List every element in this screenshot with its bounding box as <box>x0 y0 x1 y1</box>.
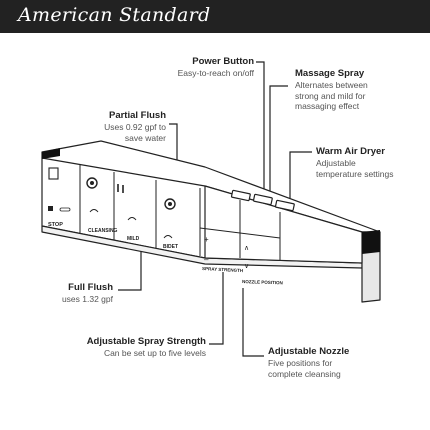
mild-icon[interactable] <box>127 217 137 221</box>
panel-body <box>41 140 381 303</box>
callout-title: Partial Flush <box>108 110 166 121</box>
callout-massage-spray: Massage Spray Alternates between strong … <box>295 68 368 112</box>
callout-desc: strong and mild for <box>295 90 366 101</box>
callout-desc: massaging effect <box>295 101 360 111</box>
warm-air-dryer-button[interactable] <box>274 199 295 212</box>
leader-nozzle <box>242 288 264 357</box>
callout-desc: temperature settings <box>316 168 394 179</box>
callout-partial-flush: Partial Flush Uses 0.92 gpf to save wate… <box>68 110 166 143</box>
leader-power <box>248 61 265 196</box>
panel-dividers <box>79 165 281 260</box>
callout-full-flush: Full Flush uses 1.32 gpf <box>20 282 113 305</box>
end-caps <box>42 148 380 254</box>
leader-massage <box>265 85 288 199</box>
power-button[interactable] <box>230 189 251 202</box>
partial-flush-icon[interactable] <box>86 177 98 189</box>
mild-label: MILD <box>127 236 140 242</box>
stop-icon[interactable] <box>48 206 53 211</box>
massage-spray-button[interactable] <box>252 193 273 206</box>
panel-icons <box>48 167 176 239</box>
callout-title: Massage Spray <box>295 68 365 79</box>
top-buttons <box>230 189 295 212</box>
callout-title: Power Button <box>192 56 254 67</box>
callout-title: Full Flush <box>68 282 113 293</box>
spray-plus-button[interactable]: + <box>204 235 209 244</box>
cleansing-icon[interactable] <box>89 209 99 213</box>
nozzle-position-label: NOZZLE POSITION <box>242 279 283 285</box>
leader-dryer <box>285 151 312 206</box>
callout-desc: Easy-to-reach on/off <box>177 68 254 78</box>
callout-warm-air-dryer: Warm Air Dryer Adjustable temperature se… <box>316 146 393 179</box>
bidet-icon[interactable] <box>163 235 173 239</box>
brand-header: American Standard <box>0 0 430 33</box>
right-end-cap <box>362 230 380 254</box>
callout-spray-strength: Adjustable Spray Strength Can be set up … <box>60 336 206 359</box>
callout-desc: complete cleansing <box>268 368 341 379</box>
callout-adjustable-nozzle: Adjustable Nozzle Five positions for com… <box>268 346 349 379</box>
callout-desc: Adjustable <box>316 158 356 168</box>
stop-indicator <box>59 207 71 212</box>
toilet-icon <box>48 167 59 180</box>
leader-spray <box>209 272 224 345</box>
callout-desc: Five positions for <box>268 358 333 368</box>
nozzle-down-button[interactable]: ∨ <box>244 263 249 270</box>
nozzle-up-button[interactable]: ∧ <box>244 245 249 252</box>
panel-right-front <box>204 185 363 264</box>
stop-label: STOP <box>48 222 63 228</box>
full-flush-icon[interactable] <box>164 198 176 210</box>
left-end-cap <box>42 148 60 159</box>
callout-desc: save water <box>124 132 166 143</box>
callout-desc: Uses 0.92 gpf to <box>104 122 166 132</box>
spray-minus-button[interactable]: – <box>204 255 209 264</box>
spray-strength-label: SPRAY STRENGTH <box>202 266 243 273</box>
callout-title: Adjustable Nozzle <box>268 346 350 357</box>
cleansing-label: CLEANSING <box>88 228 118 234</box>
callout-desc: uses 1.32 gpf <box>61 294 113 304</box>
callout-desc: Can be set up to five levels <box>103 348 206 358</box>
callout-title: Adjustable Spray Strength <box>86 336 206 347</box>
callout-title: Warm Air Dryer <box>316 146 385 157</box>
brand-logo: American Standard <box>18 4 211 26</box>
callout-desc: Alternates between <box>295 80 368 90</box>
bidet-label: BIDET <box>163 244 178 250</box>
callout-power-button: Power Button Easy-to-reach on/off <box>118 56 254 79</box>
